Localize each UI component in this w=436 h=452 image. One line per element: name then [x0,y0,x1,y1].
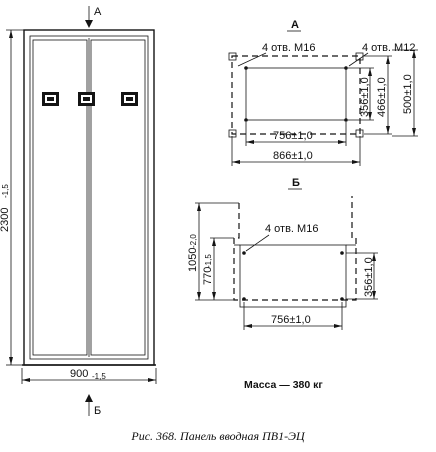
view-a-corner-holes [228,52,364,138]
leader-m16-a [237,52,267,67]
height-dim-label: 2300 [0,208,11,232]
view-a-holes-m16: 4 отв. М16 [262,42,315,54]
dim-866-a: 866±1,0 [231,136,361,166]
window-left [42,92,59,106]
svg-text:-2,0: -2,0 [189,234,198,248]
dim-356-b: 356±1,0 [346,252,378,300]
width-dimension: 900 -1,5 [21,368,157,384]
svg-text:1050: 1050 [187,248,199,272]
view-a: А 4 отв. М16 4 отв. М12 756±1,0 [228,19,418,166]
view-b-holes-m16: 4 отв. М16 [265,223,318,235]
leader-m16-b [245,234,270,252]
dim-756-b: 756±1,0 [243,302,343,330]
svg-text:356±1,0: 356±1,0 [359,77,371,117]
view-b-inner-contour [239,244,347,308]
svg-text:-1,5: -1,5 [204,254,213,268]
figure-caption: Рис. 368. Панель вводная ПВ1-ЭЦ [130,429,306,443]
right-door [90,39,146,356]
svg-text:770: 770 [202,267,214,285]
view-arrow-b-label: Б [94,405,101,417]
left-door [32,39,88,356]
view-b-outer-contour [233,196,357,301]
view-b-corner-holes [242,251,344,301]
dim-756-a: 756±1,0 [245,122,347,146]
view-a-label: А [291,19,299,31]
svg-text:756±1,0: 756±1,0 [271,314,311,326]
view-arrow-a-label: А [94,6,102,18]
height-dimension: 2300 -1,5 [0,29,24,366]
svg-text:500±1,0: 500±1,0 [402,74,414,114]
window-right [121,92,138,106]
svg-text:756±1,0: 756±1,0 [273,130,313,142]
dim-1050-b: 1050 -2,0 [187,202,239,301]
leader-m12-a [348,52,369,67]
dim-770-b: 770 -1,5 [202,237,234,300]
view-arrow-a: А [85,6,102,28]
height-dim-tolerance: -1,5 [1,184,10,198]
front-view: А Б 2300 -1,5 900 -1,5 [0,6,157,417]
view-a-outer-contour [231,55,361,135]
width-dim-tolerance: -1,5 [92,372,106,381]
view-b: Б 4 отв. М16 1050 -2,0 770 [187,177,378,330]
cabinet-frame [29,35,149,360]
view-arrow-b: Б [85,394,101,417]
dim-500-a: 500±1,0 [392,49,418,137]
width-dim-label: 900 [70,368,88,380]
view-a-holes-m12: 4 отв. М12 [362,42,415,54]
dim-466-a: 466±1,0 [364,55,392,135]
view-a-inner-contour [245,67,347,121]
view-b-label: Б [292,177,300,189]
svg-text:866±1,0: 866±1,0 [273,150,313,162]
dim-356-a: 356±1,0 [348,67,374,121]
window-center [78,92,95,106]
svg-text:466±1,0: 466±1,0 [376,77,388,117]
svg-text:356±1,0: 356±1,0 [363,257,375,297]
mass-label: Масса — 380 кг [244,379,323,391]
